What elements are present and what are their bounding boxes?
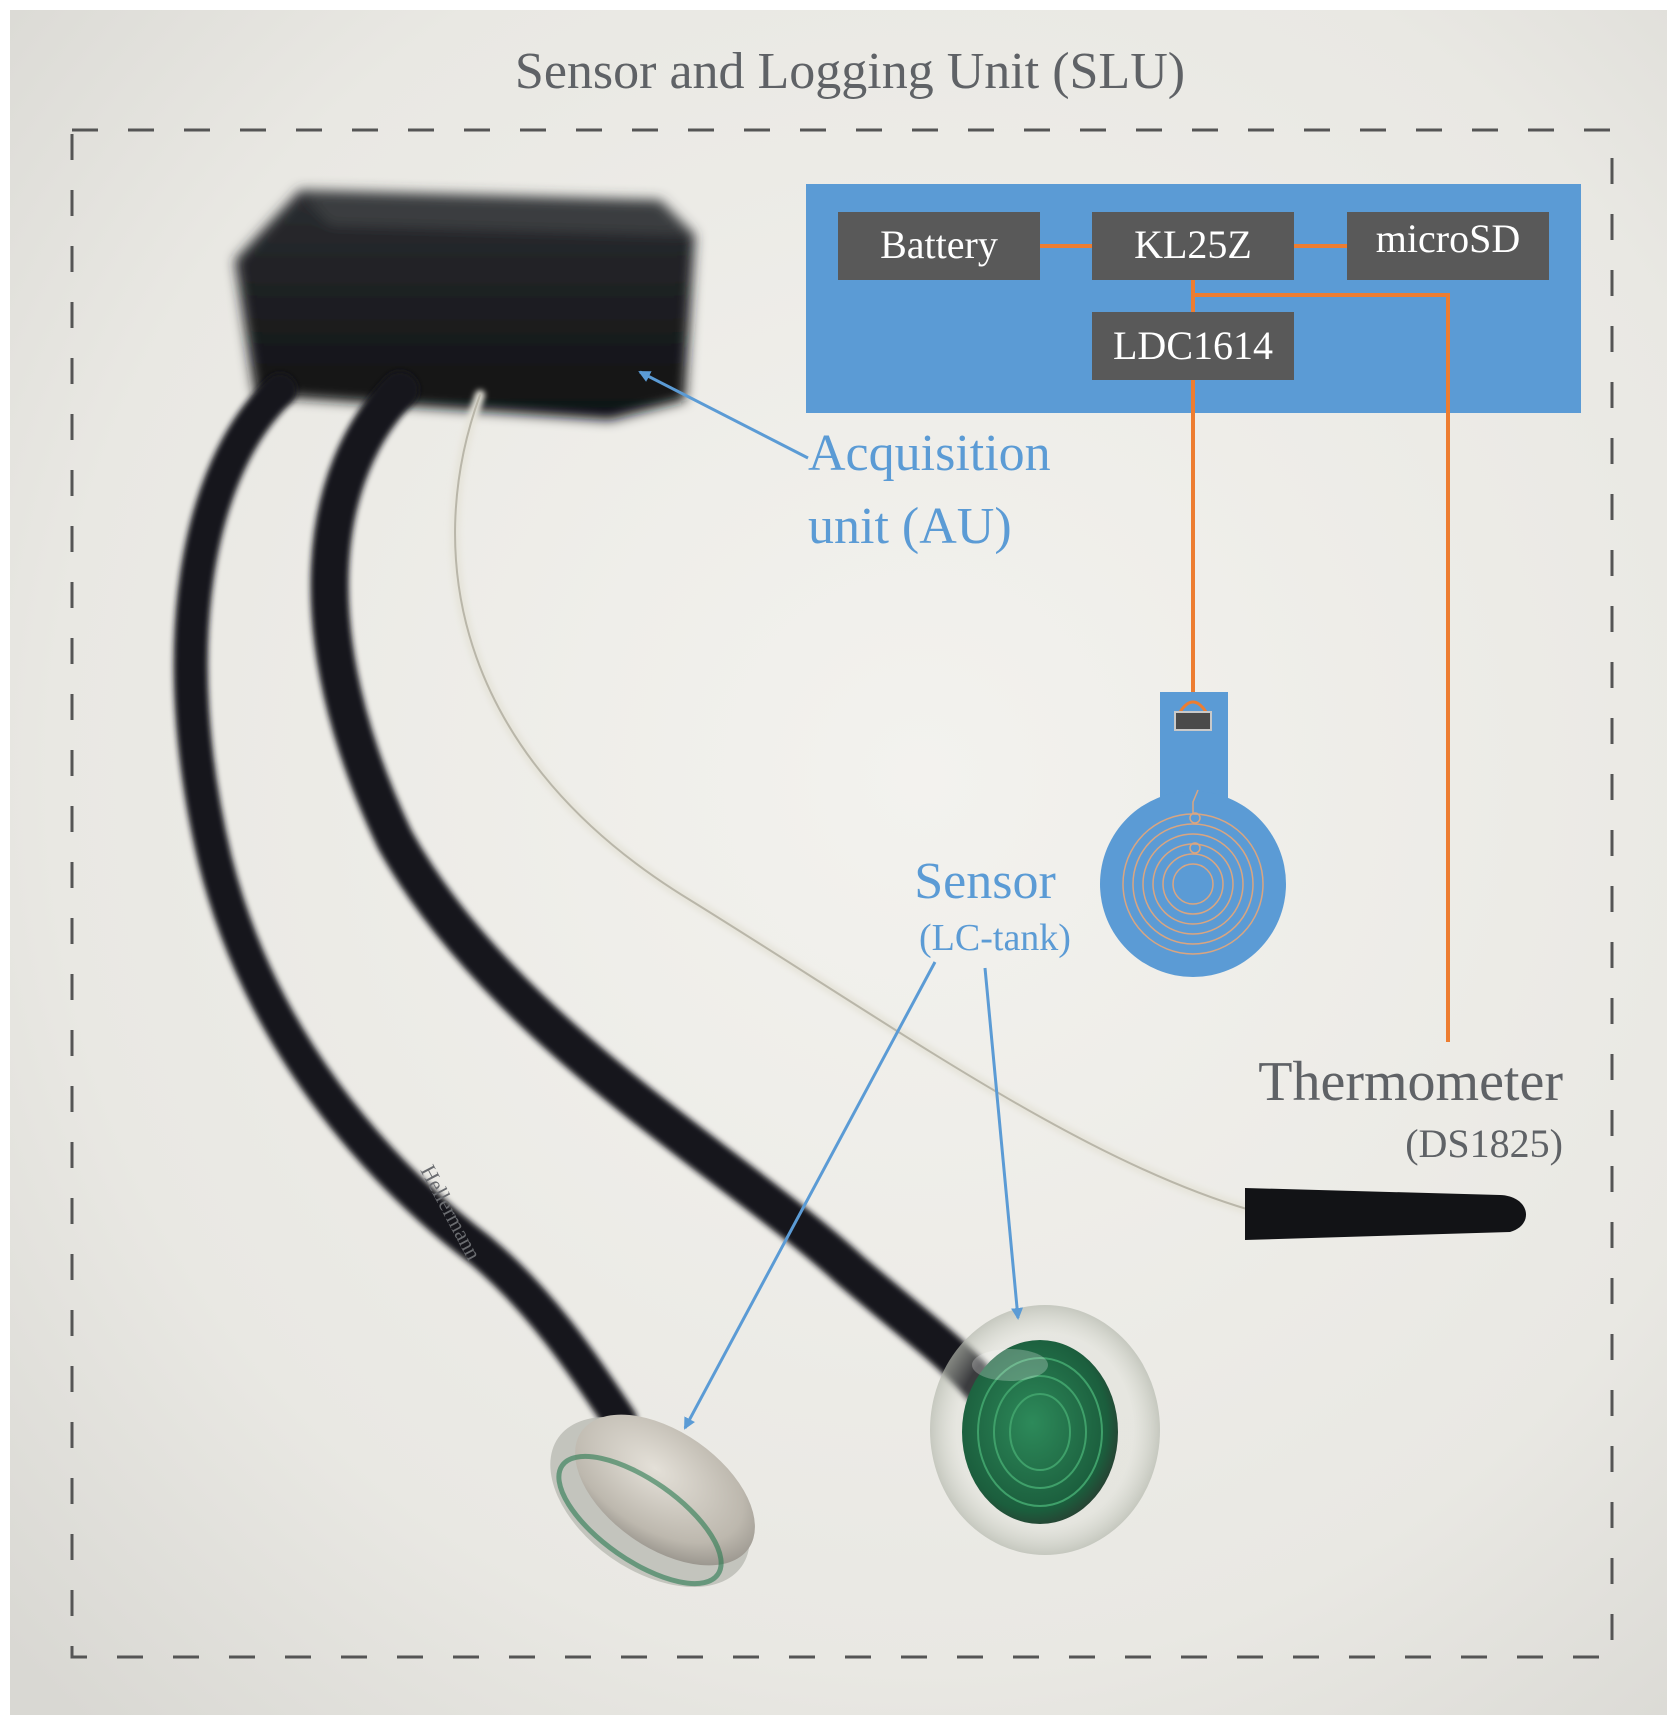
sensor-dome-right-photo xyxy=(930,1305,1160,1555)
photo-content: Hellermann xyxy=(173,190,1527,1588)
acquisition-arrow xyxy=(638,370,809,460)
acquisition-label-line1: Acquisition xyxy=(808,425,1051,482)
slu-boundary-frame xyxy=(70,128,1614,1659)
sensor-disk xyxy=(1100,791,1286,977)
sensor-label: Sensor xyxy=(914,853,1056,910)
capacitor-icon xyxy=(1174,711,1212,731)
ldc1614-block xyxy=(1092,312,1294,380)
capacitor-lead xyxy=(1178,700,1208,713)
thermometer-sublabel: (DS1825) xyxy=(1405,1121,1563,1166)
diagram-title: Sensor and Logging Unit (SLU) xyxy=(515,43,1185,100)
sensor-cable-2 xyxy=(310,371,1004,1409)
kl25z-label: KL25Z xyxy=(1134,222,1252,267)
kl25z-block xyxy=(1092,212,1294,280)
sensor-arrow-right xyxy=(983,967,1024,1320)
coil-icon xyxy=(1122,789,1264,955)
battery-label: Battery xyxy=(880,222,998,267)
wire-kl25z-thermometer xyxy=(1193,293,1450,1042)
acquisition-label-line2: unit (AU) xyxy=(808,498,1012,555)
sensor-cable-1 xyxy=(173,373,637,1437)
microsd-label: microSD xyxy=(1376,216,1520,261)
sensor-disk-left-photo xyxy=(550,1414,755,1588)
acquisition-unit-photo xyxy=(235,190,695,420)
microsd-block xyxy=(1347,212,1549,280)
ldc1614-label: LDC1614 xyxy=(1113,323,1273,368)
thermometer-probe-photo xyxy=(1245,1188,1527,1240)
sensor-sublabel: (LC-tank) xyxy=(919,917,1071,959)
thermometer-label: Thermometer xyxy=(1258,1051,1563,1113)
block-diagram-panel: Battery KL25Z microSD LDC1614 xyxy=(806,184,1581,1042)
sensor-arrow-left xyxy=(683,961,937,1430)
sensor-stem xyxy=(1160,692,1228,802)
battery-block xyxy=(838,212,1040,280)
lc-tank-sensor-schematic xyxy=(1100,692,1286,977)
annotations: Acquisition unit (AU) Sensor (LC-tank) T… xyxy=(638,370,1563,1430)
